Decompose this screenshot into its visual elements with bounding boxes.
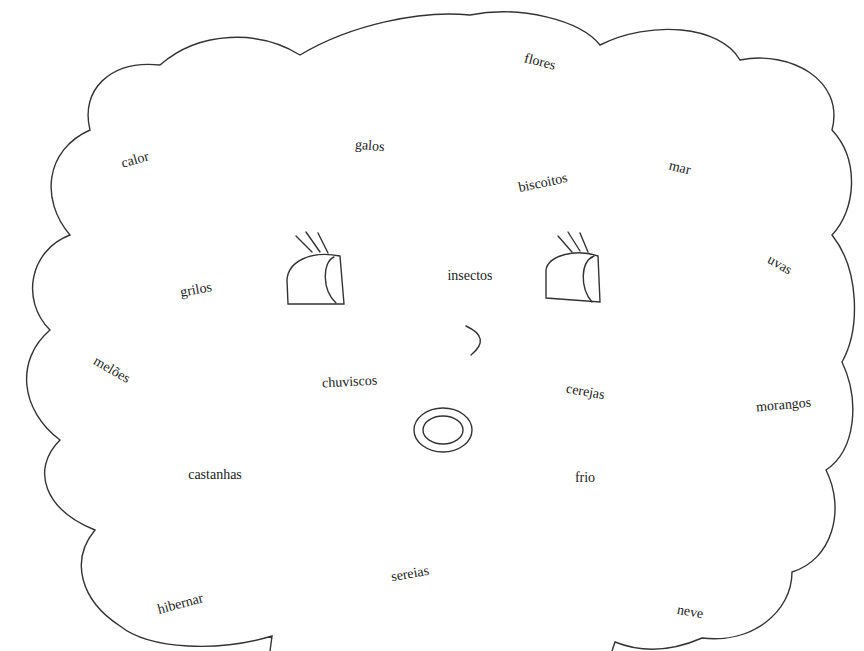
word-label: morangos [756, 395, 812, 415]
left-eye [287, 254, 344, 304]
left-eye-inner [325, 257, 336, 303]
right-eye [546, 253, 600, 302]
word-label: galos [355, 137, 386, 155]
word-label: castanhas [188, 467, 242, 482]
word-label: chuviscos [322, 373, 378, 391]
right-eyelashes [558, 232, 588, 252]
word-label: melões [91, 353, 133, 386]
mouth-inner [423, 416, 463, 444]
word-label: uvas [765, 252, 795, 278]
nose [466, 326, 480, 355]
word-label: grilos [179, 280, 213, 301]
word-label: neve [676, 602, 705, 622]
word-label: cerejas [565, 381, 606, 403]
right-eye-inner [583, 256, 594, 302]
cloud-border [27, 12, 855, 651]
word-label: calor [119, 149, 150, 172]
word-label: biscoitos [517, 170, 569, 195]
word-label: flores [523, 51, 558, 74]
word-label: mar [668, 158, 693, 178]
word-label: insectos [447, 268, 492, 283]
left-eyelashes [296, 232, 328, 253]
word-label: hibernar [155, 591, 204, 618]
mouth-outer [414, 408, 472, 452]
word-label: sereias [390, 563, 430, 585]
word-label: frio [575, 470, 595, 485]
